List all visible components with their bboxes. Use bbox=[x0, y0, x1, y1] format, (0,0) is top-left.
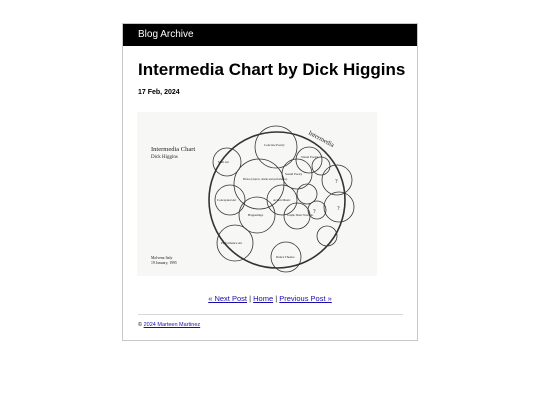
circle-phonos bbox=[233, 158, 285, 210]
label-dance-theatre: Dance Theatre bbox=[276, 255, 295, 259]
circle-visual-poetry bbox=[295, 146, 323, 174]
label-phonos: Phonos (objects, cinema and performance) bbox=[243, 178, 287, 181]
figure-place: Molvena Italy bbox=[151, 256, 173, 260]
intermedia-chart-image: Intermedia Chart Dick Higgins Intermedia… bbox=[137, 112, 377, 276]
footer: © 2024 Marteen Martinez bbox=[138, 322, 200, 328]
circle-question-3 bbox=[316, 225, 338, 247]
label-mail-art: Mail Art bbox=[218, 160, 229, 164]
previous-post-link[interactable]: Previous Post » bbox=[279, 294, 332, 303]
label-visual-poetry: Visual Poetry bbox=[301, 155, 319, 159]
circle-performance-art bbox=[216, 224, 254, 262]
label-sound-poetry: Sound Poetry bbox=[285, 172, 303, 176]
circle-happenings bbox=[238, 196, 276, 234]
label-question-1: ? bbox=[335, 179, 338, 185]
copyright-link[interactable]: 2024 Marteen Martinez bbox=[143, 322, 201, 328]
post-navigation: « Next Post | Home | Previous Post » bbox=[123, 294, 417, 303]
label-graphic-music: Graphic Music Notations bbox=[287, 214, 313, 217]
figure-arc-label: Intermedia bbox=[307, 130, 335, 149]
top-bar: Blog Archive bbox=[123, 24, 417, 46]
label-question-2: ? bbox=[337, 206, 340, 212]
label-performance-art: Performance Art bbox=[221, 241, 242, 245]
circle-dance-theatre bbox=[270, 241, 302, 273]
label-happenings: Happenings bbox=[248, 213, 264, 217]
label-concrete-poetry: Concrete Poetry bbox=[264, 143, 285, 147]
figure-author: Dick Higgins bbox=[151, 155, 178, 160]
circle-question-1 bbox=[321, 164, 353, 196]
nav-separator: | bbox=[275, 294, 278, 303]
post-card: Blog Archive Intermedia Chart by Dick Hi… bbox=[122, 23, 418, 341]
label-action-music: Action Music bbox=[273, 198, 291, 202]
blog-archive-link[interactable]: Blog Archive bbox=[138, 29, 194, 40]
copyright-symbol: © bbox=[138, 322, 144, 328]
circle-conceptual-art bbox=[214, 184, 246, 216]
label-conceptual-art: Conceptual Art bbox=[217, 198, 237, 202]
label-question-3: ? bbox=[313, 209, 316, 215]
home-link[interactable]: Home bbox=[253, 294, 274, 303]
figure-date: 19 January, 1995 bbox=[151, 261, 177, 266]
circle-intermedia bbox=[208, 131, 346, 269]
circle-question-2 bbox=[323, 191, 355, 223]
circle-sound-poetry bbox=[281, 158, 313, 190]
next-post-link[interactable]: « Next Post bbox=[208, 294, 247, 303]
circle-mail-art bbox=[212, 147, 242, 177]
footer-divider bbox=[138, 314, 403, 315]
post-title: Intermedia Chart by Dick Higgins bbox=[138, 60, 406, 79]
post-date: 17 Feb, 2024 bbox=[138, 89, 180, 96]
figure-title: Intermedia Chart bbox=[151, 146, 195, 153]
nav-separator: | bbox=[249, 294, 252, 303]
circle-concrete-poetry bbox=[254, 125, 298, 169]
